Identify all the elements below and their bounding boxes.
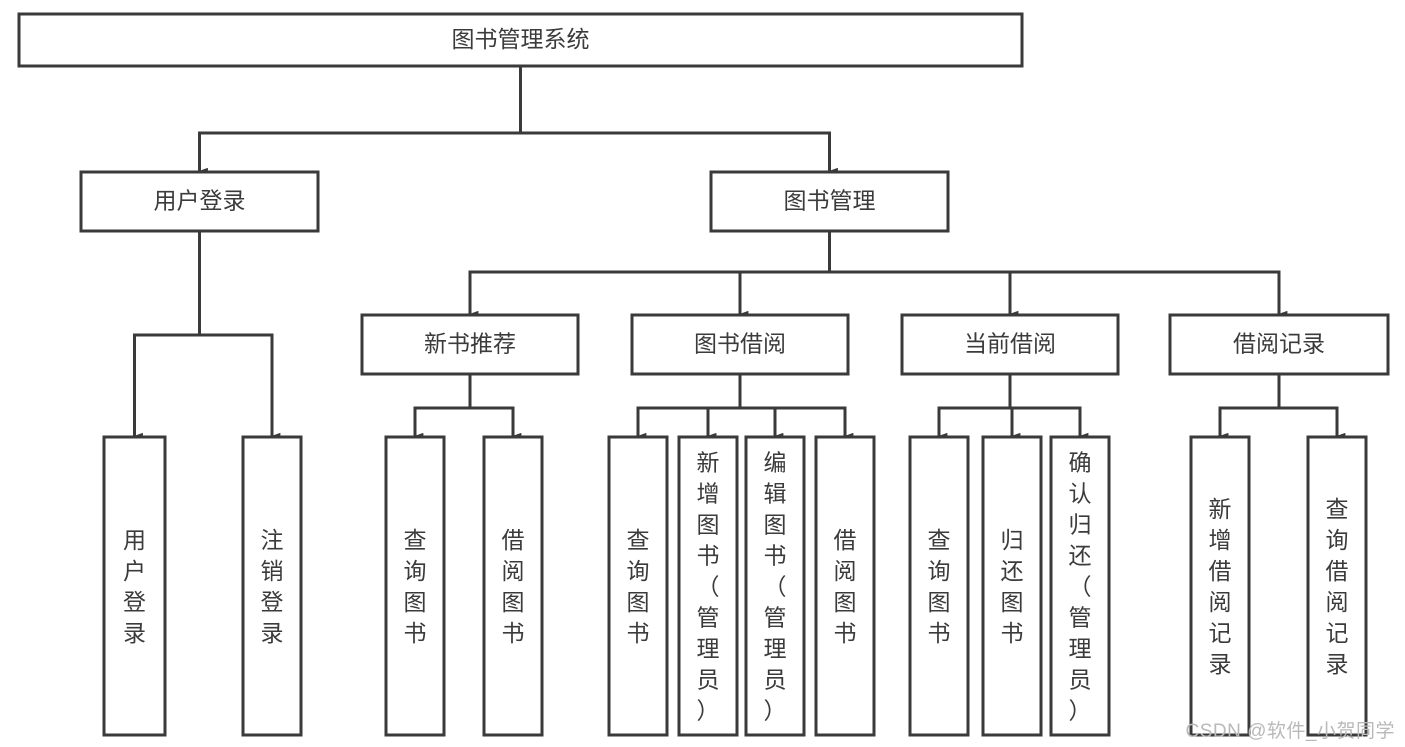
node-box[interactable] xyxy=(814,435,876,737)
node-box[interactable] xyxy=(241,435,303,737)
node-box[interactable] xyxy=(1049,435,1111,737)
node-l-login[interactable]: 用户登录 xyxy=(102,435,167,737)
edge-root-to-login xyxy=(198,66,522,175)
node-label: 图书管理 xyxy=(784,188,876,214)
edge-current-to-l-cu-query xyxy=(937,374,1012,440)
node-box[interactable] xyxy=(360,313,580,376)
node-box[interactable] xyxy=(607,435,669,737)
node-label: 当前借阅 xyxy=(964,331,1056,357)
edge-newbooks-to-l-nb-query xyxy=(413,374,472,440)
edge-borrow-to-l-bo-query xyxy=(636,374,742,440)
node-label: 图书借阅 xyxy=(694,331,786,357)
node-box[interactable] xyxy=(1168,313,1390,376)
node-l-nb-query[interactable]: 查询图书 xyxy=(384,435,446,737)
node-box[interactable] xyxy=(908,435,970,737)
node-label: 借阅图书 xyxy=(834,527,857,646)
node-records[interactable]: 借阅记录 xyxy=(1168,313,1390,376)
node-label: 确认归还（管理员） xyxy=(1069,450,1092,724)
node-box[interactable] xyxy=(709,170,950,233)
edge-bookmgmt-to-borrow xyxy=(738,231,831,318)
edge-records-to-l-re-query xyxy=(1277,374,1346,440)
node-l-cu-conf[interactable]: 确认归还（管理员） xyxy=(1049,435,1111,737)
node-label: 新增借阅记录 xyxy=(1209,496,1232,677)
edge-layer xyxy=(133,66,1346,440)
node-l-nb-borrow[interactable]: 借阅图书 xyxy=(482,435,544,737)
node-borrow[interactable]: 图书借阅 xyxy=(630,313,850,376)
node-label: 借阅记录 xyxy=(1233,331,1325,357)
node-label: 图书管理系统 xyxy=(452,26,590,52)
node-label: 注销登录 xyxy=(261,527,284,646)
node-newbooks[interactable]: 新书推荐 xyxy=(360,313,580,376)
edge-borrow-to-l-bo-edit xyxy=(738,374,784,440)
node-box[interactable] xyxy=(102,435,167,737)
edge-borrow-to-l-bo-lend xyxy=(738,374,854,440)
edge-login-to-l-logout xyxy=(198,231,281,440)
node-bookmgmt[interactable]: 图书管理 xyxy=(709,170,950,233)
node-box[interactable] xyxy=(79,170,320,233)
edge-root-to-bookmgmt xyxy=(519,66,838,175)
node-label: 借阅图书 xyxy=(502,527,525,646)
node-label: 编辑图书（管理员） xyxy=(764,450,787,724)
node-label: 新书推荐 xyxy=(424,331,516,357)
node-login[interactable]: 用户登录 xyxy=(79,170,320,233)
node-l-logout[interactable]: 注销登录 xyxy=(241,435,303,737)
node-label: 用户登录 xyxy=(123,527,146,646)
node-label: 查询图书 xyxy=(627,527,650,646)
node-box[interactable] xyxy=(677,435,739,737)
node-l-bo-query[interactable]: 查询图书 xyxy=(607,435,669,737)
edge-newbooks-to-l-nb-borrow xyxy=(468,374,522,440)
node-label: 查询图书 xyxy=(928,527,951,646)
node-l-bo-edit[interactable]: 编辑图书（管理员） xyxy=(744,435,806,737)
node-label: 新增图书（管理员） xyxy=(697,450,720,724)
node-box[interactable] xyxy=(482,435,544,737)
node-l-re-query[interactable]: 查询借阅记录 xyxy=(1306,435,1368,737)
node-root[interactable]: 图书管理系统 xyxy=(17,12,1024,68)
node-current[interactable]: 当前借阅 xyxy=(900,313,1120,376)
node-box[interactable] xyxy=(1306,435,1368,737)
edge-current-to-l-cu-conf xyxy=(1008,374,1089,440)
node-l-cu-return[interactable]: 归还图书 xyxy=(981,435,1043,737)
node-l-re-add[interactable]: 新增借阅记录 xyxy=(1189,435,1251,737)
node-l-bo-add[interactable]: 新增图书（管理员） xyxy=(677,435,739,737)
edge-login-to-l-login xyxy=(133,231,201,440)
node-box[interactable] xyxy=(900,313,1120,376)
node-l-cu-query[interactable]: 查询图书 xyxy=(908,435,970,737)
node-label: 归还图书 xyxy=(1001,527,1024,646)
node-label: 用户登录 xyxy=(154,188,246,214)
node-box[interactable] xyxy=(630,313,850,376)
edge-borrow-to-l-bo-add xyxy=(706,374,742,440)
node-box[interactable] xyxy=(17,12,1024,68)
node-box[interactable] xyxy=(744,435,806,737)
edge-records-to-l-re-add xyxy=(1218,374,1281,440)
node-label: 查询借阅记录 xyxy=(1326,496,1349,677)
node-box[interactable] xyxy=(1189,435,1251,737)
node-label: 查询图书 xyxy=(404,527,427,646)
node-l-bo-lend[interactable]: 借阅图书 xyxy=(814,435,876,737)
node-box[interactable] xyxy=(384,435,446,737)
edge-bookmgmt-to-records xyxy=(828,231,1288,318)
node-box[interactable] xyxy=(981,435,1043,737)
watermark-text: CSDN @软件_小贺同学 xyxy=(1185,721,1395,742)
node-layer: 图书管理系统用户登录图书管理新书推荐图书借阅当前借阅借阅记录用户登录注销登录查询… xyxy=(17,12,1390,737)
